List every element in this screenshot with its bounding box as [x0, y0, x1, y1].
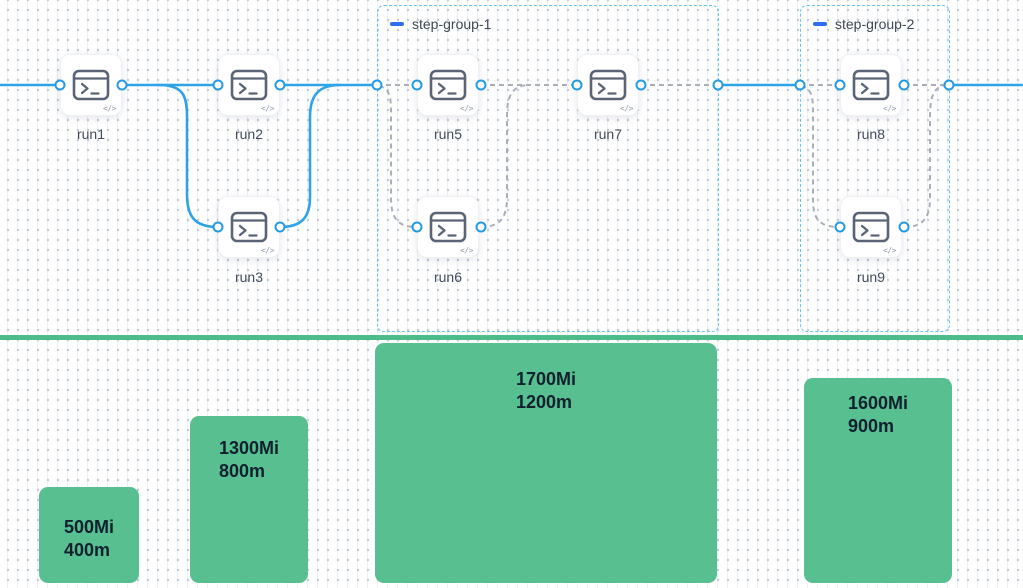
- port[interactable]: [116, 79, 128, 91]
- code-badge-icon: </>: [460, 246, 473, 255]
- code-badge-icon: </>: [620, 104, 633, 113]
- node-run1[interactable]: </>: [60, 54, 122, 116]
- node-run9[interactable]: </>: [840, 196, 902, 258]
- collapse-icon[interactable]: [390, 22, 404, 26]
- bar-cpu-value: 400m: [63, 540, 111, 560]
- code-badge-icon: </>: [883, 246, 896, 255]
- port[interactable]: [834, 221, 846, 233]
- node-run3[interactable]: </>: [218, 196, 280, 258]
- group-title: step-group-2: [813, 16, 914, 32]
- group-title: step-group-1: [390, 16, 491, 32]
- code-badge-icon: </>: [261, 246, 274, 255]
- port[interactable]: [635, 79, 647, 91]
- edge-group2in-run9[interactable]: [800, 85, 841, 228]
- node-run2[interactable]: </>: [218, 54, 280, 116]
- collapse-icon[interactable]: [813, 22, 827, 26]
- node-label-run9: run9: [856, 269, 886, 285]
- bar-memory-value: 1300Mi: [218, 438, 280, 458]
- node-run5[interactable]: </>: [417, 54, 479, 116]
- port[interactable]: [943, 79, 955, 91]
- port[interactable]: [898, 221, 910, 233]
- resource-bar-4: 1600Mi 900m: [804, 378, 952, 583]
- bar-label: 1700Mi 1200m: [516, 343, 576, 414]
- resource-bar-3: 1700Mi 1200m: [375, 343, 717, 583]
- port[interactable]: [274, 221, 286, 233]
- port[interactable]: [834, 79, 846, 91]
- port[interactable]: [898, 79, 910, 91]
- node-label-run3: run3: [234, 269, 264, 285]
- edge-run3-group1[interactable]: [278, 83, 342, 229]
- node-label-run7: run7: [593, 126, 623, 142]
- port[interactable]: [54, 79, 66, 91]
- port[interactable]: [712, 79, 724, 91]
- edges-layer: [0, 83, 1023, 229]
- node-label-run1: run1: [76, 126, 106, 142]
- terminal-icon: [429, 69, 467, 101]
- group-label: step-group-1: [412, 16, 492, 32]
- node-label-run5: run5: [433, 126, 463, 142]
- bar-memory-value: 1600Mi: [847, 393, 909, 413]
- terminal-icon: [230, 69, 268, 101]
- port[interactable]: [411, 79, 423, 91]
- port[interactable]: [371, 79, 383, 91]
- node-label-run6: run6: [433, 269, 463, 285]
- step-group-2[interactable]: step-group-2: [800, 5, 950, 332]
- edge-group1in-run6[interactable]: [378, 85, 418, 228]
- terminal-icon: [589, 69, 627, 101]
- group-label: step-group-2: [835, 16, 915, 32]
- terminal-icon: [72, 69, 110, 101]
- port[interactable]: [794, 79, 806, 91]
- terminal-icon: [852, 211, 890, 243]
- port[interactable]: [475, 221, 487, 233]
- edge-run1-run3[interactable]: [156, 83, 220, 229]
- port[interactable]: [571, 79, 583, 91]
- resource-bar-1: 500Mi 400m: [39, 487, 139, 583]
- port[interactable]: [212, 79, 224, 91]
- edge-run6-run7[interactable]: [480, 84, 531, 228]
- bar-cpu-value: 1200m: [515, 392, 573, 412]
- step-group-1[interactable]: step-group-1: [377, 5, 719, 332]
- code-badge-icon: </>: [883, 104, 896, 113]
- bar-cpu-value: 800m: [218, 461, 266, 481]
- code-badge-icon: </>: [261, 104, 274, 113]
- baseline: [0, 335, 1023, 340]
- resource-bar-2: 1300Mi 800m: [190, 416, 308, 583]
- code-badge-icon: </>: [460, 104, 473, 113]
- edge-run9-group2out[interactable]: [903, 84, 950, 228]
- node-run7[interactable]: </>: [577, 54, 639, 116]
- bar-cpu-value: 900m: [847, 416, 895, 436]
- bar-label: 1600Mi 900m: [848, 378, 908, 438]
- node-run8[interactable]: </>: [840, 54, 902, 116]
- port[interactable]: [475, 79, 487, 91]
- terminal-icon: [230, 211, 268, 243]
- node-run6[interactable]: </>: [417, 196, 479, 258]
- code-badge-icon: </>: [103, 104, 116, 113]
- bar-label: 1300Mi 800m: [219, 416, 279, 483]
- node-label-run2: run2: [234, 126, 264, 142]
- bar-label: 500Mi 400m: [64, 487, 114, 562]
- bar-memory-value: 500Mi: [63, 517, 115, 537]
- port[interactable]: [212, 221, 224, 233]
- bar-memory-value: 1700Mi: [515, 369, 577, 389]
- workflow-canvas[interactable]: step-group-1 step-group-2: [0, 0, 1023, 336]
- terminal-icon: [429, 211, 467, 243]
- terminal-icon: [852, 69, 890, 101]
- port[interactable]: [274, 79, 286, 91]
- port[interactable]: [411, 221, 423, 233]
- node-label-run8: run8: [856, 126, 886, 142]
